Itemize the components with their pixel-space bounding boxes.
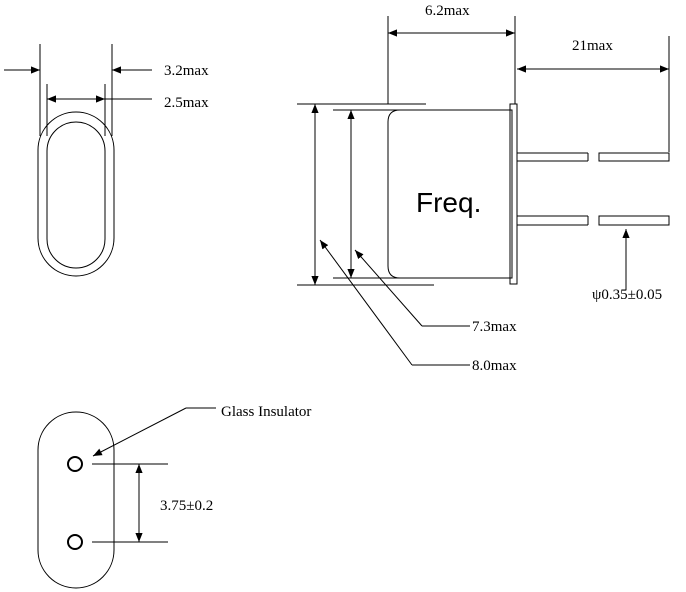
base-flange [509, 103, 518, 285]
leader-arrow [92, 407, 187, 457]
bottom-view-outline [37, 411, 115, 589]
pin-lower [67, 534, 83, 550]
body-marking-freq: Freq. [416, 187, 481, 218]
dim-label-3-2max: 3.2max [164, 63, 209, 79]
dim-label-21max: 21max [572, 38, 613, 54]
lead-upper-end [598, 152, 670, 162]
side-view: Freq. 6.2max 21max ψ0.35±0.05 7.3max 8.0… [297, 3, 670, 374]
dim-label-pin-spacing: 3.75±0.2 [160, 498, 213, 514]
dim-label-lead-diameter: ψ0.35±0.05 [592, 287, 662, 303]
top-view-inner-outline [46, 121, 106, 269]
pin-upper [67, 456, 83, 472]
top-view: 3.2max 2.5max [4, 44, 209, 277]
bottom-view: Glass Insulator 3.75±0.2 [37, 404, 311, 589]
top-view-outer-outline [37, 111, 115, 277]
leader-arrow [354, 249, 423, 327]
dim-label-7-3max: 7.3max [472, 319, 517, 335]
leader-arrow [319, 239, 413, 366]
dim-label-8-0max: 8.0max [472, 358, 517, 374]
glass-insulator-label: Glass Insulator [221, 404, 311, 420]
dim-label-2-5max: 2.5max [164, 95, 209, 111]
lead-lower-end [598, 215, 670, 226]
dim-label-6-2max: 6.2max [425, 3, 470, 19]
